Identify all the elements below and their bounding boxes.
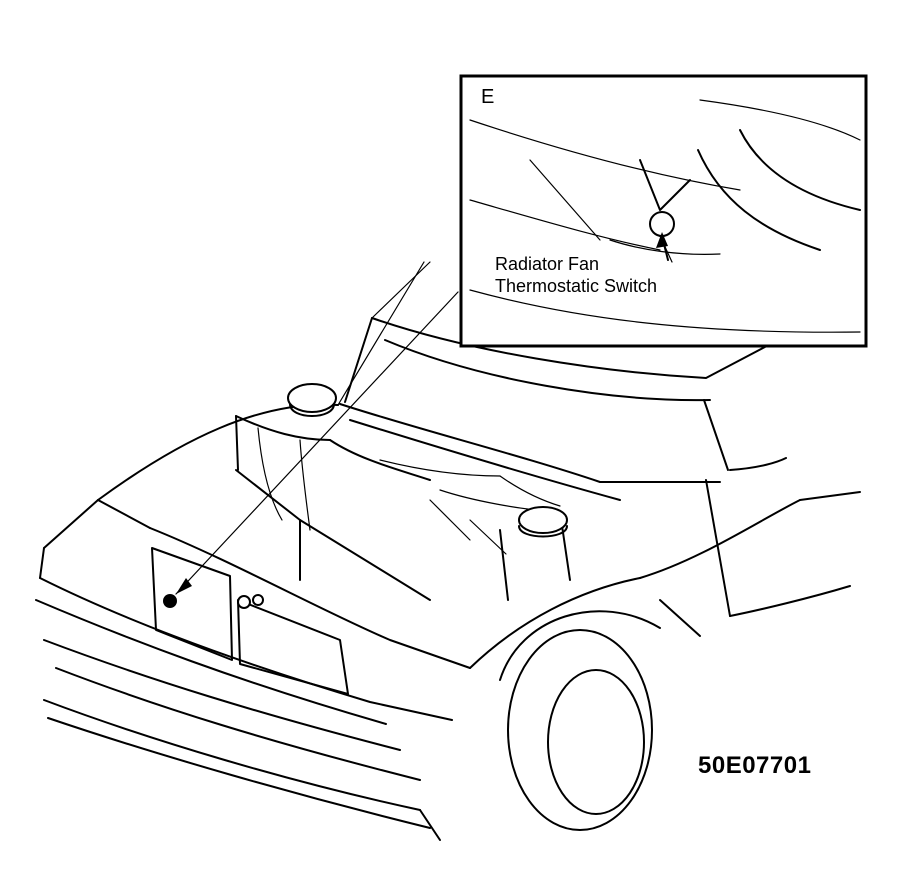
leader-line (175, 291, 459, 595)
hood-outline (371, 317, 783, 379)
inset-view-letter: E (481, 86, 495, 108)
callout-label-line2: Thermostatic Switch (495, 276, 658, 296)
switch-location-dot (163, 594, 177, 608)
front-nose (149, 527, 471, 669)
switch-location-marker (163, 291, 459, 608)
coolant-reservoir-cap (287, 383, 337, 413)
hood-leading-edge (344, 317, 373, 403)
right-fender (469, 577, 641, 669)
left-fender (97, 403, 339, 501)
engine-bay (235, 383, 571, 609)
front-wheel (507, 629, 653, 831)
washer-reservoir-cap (518, 506, 568, 534)
callout-label-line1: Radiator Fan (495, 254, 600, 274)
radiator-hose (697, 149, 821, 251)
detail-inset (459, 74, 868, 348)
right-headlamp (237, 599, 349, 695)
left-headlamp (151, 547, 233, 661)
car-body (35, 261, 861, 841)
hood-stay (337, 261, 425, 406)
figure-code: 50E07701 (698, 752, 812, 779)
front-bumper (43, 699, 421, 811)
